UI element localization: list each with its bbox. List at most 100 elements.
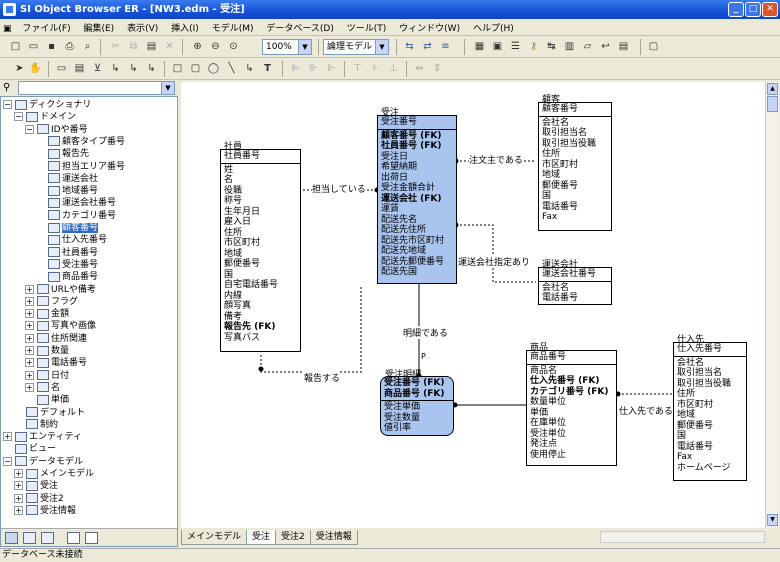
tree-item-domain-group[interactable]: +数量 <box>25 345 69 357</box>
attribute[interactable]: 郵便番号 <box>677 420 714 431</box>
tree-item-domain-group[interactable]: +写真や画像 <box>25 320 96 332</box>
attribute[interactable]: 国 <box>542 191 552 201</box>
entity-shohin[interactable]: 商品番号商品名仕入先番号 (FK)カテゴリ番号 (FK)数量単位単価在庫単位受注… <box>526 350 617 466</box>
attribute[interactable]: Fax <box>677 452 693 462</box>
tree-item-domain-group[interactable]: +フラグ <box>25 296 78 308</box>
entity-juchu[interactable]: 受注番号顧客番号 (FK)社員番号 (FK)受注日希望納期出荷日受注金額合計運送… <box>377 115 457 284</box>
pk-attribute[interactable]: 社員番号 <box>224 151 261 161</box>
attribute[interactable]: 取引担当役職 <box>677 378 732 389</box>
tree-item-model[interactable]: +受注情報 <box>14 505 76 517</box>
tree-item-domain-group[interactable]: +名 <box>25 382 60 394</box>
attribute[interactable]: 市区町村 <box>224 238 261 248</box>
preview-icon[interactable]: ⌕ <box>84 41 91 52</box>
attribute[interactable]: 受注日 <box>381 151 409 162</box>
attribute[interactable]: 商品名 <box>530 365 558 376</box>
pk-attribute[interactable]: 受注番号 (FK) <box>384 378 445 388</box>
attribute[interactable]: 郵便番号 <box>224 259 261 269</box>
attribute[interactable]: 値引率 <box>384 423 412 433</box>
tree-item-domain-entry[interactable]: カテゴリ番号 <box>48 210 116 222</box>
menu-model[interactable]: モデル(M) <box>211 24 254 34</box>
page-tab-icon[interactable] <box>67 532 80 544</box>
expand-icon[interactable]: + <box>25 370 34 380</box>
same-height-icon[interactable]: ⇕ <box>433 63 442 74</box>
print-icon[interactable]: ⎙ <box>65 41 74 52</box>
expand-icon[interactable]: + <box>14 493 23 503</box>
relation2-tool-icon[interactable]: ↳ <box>129 63 138 74</box>
attribute[interactable]: 希望納期 <box>381 162 418 172</box>
tree-item-dictionary[interactable]: −ディクショナリ <box>3 99 91 111</box>
horizontal-scrollbar[interactable] <box>600 531 765 543</box>
tree-item-constraint[interactable]: 制約 <box>26 419 58 431</box>
scroll-up-icon[interactable]: ▲ <box>767 83 778 95</box>
ellipse-icon[interactable]: ◯ <box>207 63 220 74</box>
attribute[interactable]: 電話番号 <box>677 441 714 452</box>
er-diagram-canvas[interactable]: 社員 社員番号姓名役職称号生年月日雇入日住所市区町村地域郵便番号国自宅電話番号内… <box>181 82 765 528</box>
attribute[interactable]: 使用停止 <box>530 449 567 460</box>
attribute[interactable]: 取引担当名 <box>542 128 588 138</box>
close-button[interactable]: ✕ <box>762 2 778 17</box>
expand-icon[interactable]: + <box>25 358 34 368</box>
collapse-icon[interactable]: − <box>3 456 12 466</box>
cut-icon[interactable]: ✂ <box>111 41 120 52</box>
tree-item-domain-entry[interactable]: 受注番号 <box>48 259 98 271</box>
menu-window[interactable]: ウィンドウ(W) <box>399 24 461 34</box>
entity-tool-icon[interactable]: ▭ <box>56 63 67 74</box>
attribute[interactable]: 住所 <box>542 149 561 159</box>
attribute[interactable]: 市区町村 <box>542 159 579 170</box>
model-select[interactable]: 論理モデル▼ <box>323 39 389 55</box>
tree-item-datamodel[interactable]: −データモデル <box>3 456 83 468</box>
pk-attribute[interactable]: 顧客番号 <box>542 104 579 114</box>
tree-item-domain-entry[interactable]: 地域番号 <box>48 185 98 197</box>
attribute[interactable]: 住所 <box>224 227 243 238</box>
pk-attribute[interactable]: 運送会社番号 <box>542 269 597 279</box>
attribute[interactable]: 会社名 <box>542 117 570 128</box>
generate-icon[interactable]: ⇄ <box>423 41 432 52</box>
tree-item-domain-group[interactable]: +日付 <box>25 370 69 382</box>
expand-icon[interactable]: + <box>25 296 34 306</box>
attribute[interactable]: Fax <box>542 212 558 222</box>
reverse-engineer-icon[interactable]: ⇆ <box>405 41 414 52</box>
menu-insert[interactable]: 挿入(I) <box>171 24 199 34</box>
window-icon[interactable]: ▢ <box>648 41 659 52</box>
attribute[interactable]: 配送先地域 <box>381 246 427 256</box>
maximize-button[interactable]: □ <box>745 2 761 17</box>
attribute[interactable]: 姓 <box>224 164 234 175</box>
tab-juchu[interactable]: 受注 <box>246 530 277 545</box>
menu-help[interactable]: ヘルプ(H) <box>472 24 514 34</box>
attribute[interactable]: 発注点 <box>530 439 558 449</box>
attribute[interactable]: 内線 <box>224 290 243 301</box>
tree-item-domain-group[interactable]: +住所関連 <box>25 333 87 345</box>
rectangle-icon[interactable]: □ <box>172 63 183 74</box>
tree-item-default[interactable]: デフォルト <box>26 407 85 419</box>
expand-icon[interactable]: + <box>14 469 23 478</box>
attribute[interactable]: 会社名 <box>542 282 570 293</box>
expand-icon[interactable]: + <box>25 382 34 392</box>
scroll-thumb[interactable] <box>767 96 778 112</box>
attribute[interactable]: 配送先市区町村 <box>381 235 445 246</box>
minimize-button[interactable]: _ <box>728 2 744 17</box>
attribute[interactable]: 顔写真 <box>224 301 252 311</box>
pointer-icon[interactable]: ➤ <box>15 63 24 74</box>
align-left-icon[interactable]: ⊫ <box>291 63 300 74</box>
search-combo[interactable]: ▼ <box>18 81 175 95</box>
entity-icon[interactable]: ▦ <box>474 41 485 52</box>
menu-file[interactable]: ファイル(F) <box>22 24 71 34</box>
tree-item-domain-entry[interactable]: 報告先 <box>48 148 89 160</box>
pk-attribute[interactable]: 商品番号 <box>530 352 567 362</box>
pk-attribute[interactable]: 商品番号 (FK) <box>384 388 445 399</box>
index-icon[interactable]: ↹ <box>547 41 556 52</box>
same-width-icon[interactable]: ⇔ <box>415 63 424 74</box>
key-icon[interactable]: ⚷ <box>529 41 538 52</box>
attribute[interactable]: 受注金額合計 <box>381 183 436 193</box>
attribute[interactable]: 国 <box>677 431 687 441</box>
attribute[interactable]: 写真パス <box>224 332 261 343</box>
polyline-icon[interactable]: ↳ <box>245 63 254 74</box>
zoom-out-icon[interactable]: ⊖ <box>211 41 220 52</box>
tree-item-entity[interactable]: +エンティティ <box>3 431 82 443</box>
tree-item-model[interactable]: +受注 <box>14 480 58 492</box>
attribute[interactable]: 住所 <box>677 389 696 399</box>
table-tab-icon[interactable] <box>23 532 36 544</box>
align-bottom-icon[interactable]: ⊥ <box>389 63 398 74</box>
